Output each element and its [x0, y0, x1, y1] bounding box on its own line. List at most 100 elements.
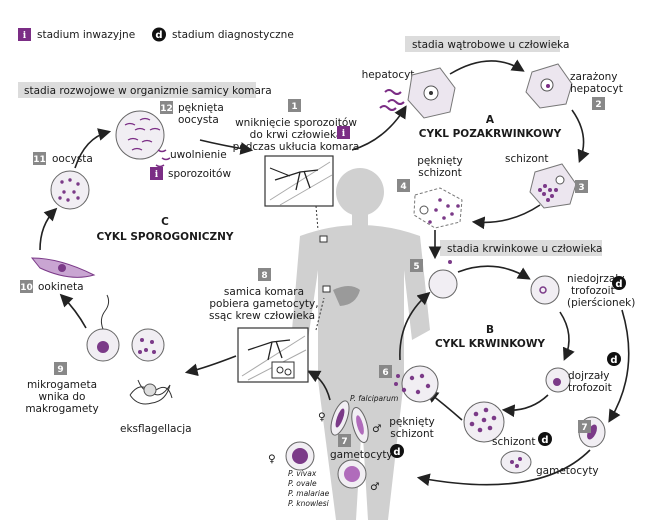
step-3-label: schizont: [505, 153, 549, 165]
step-1-line-1: wniknięcie sporozoitów: [235, 117, 357, 129]
step-4-number: 4: [400, 182, 406, 192]
released-merozoites: [428, 198, 460, 224]
mature-diagnostic-badge: [607, 352, 621, 366]
release-line-2: sporozoitów: [168, 168, 231, 180]
step-6-badge: [379, 365, 392, 378]
mature-trophozoite-line-1: dojrzały: [568, 370, 609, 382]
arrow-12-to-1: [199, 139, 254, 155]
step-8-line-2: pobiera gametocyty,: [209, 298, 318, 310]
arrow-gametocytes-to-8: [307, 370, 331, 401]
released-sporozoites: [155, 149, 171, 168]
step-2-line-1: zarażony: [570, 71, 618, 83]
arrow-3-to-4: [471, 204, 541, 230]
mature-trophozoite-line-2: trofozoit: [568, 382, 612, 394]
blood-schizont-merozoites: [469, 407, 497, 433]
step-7b-badge: [578, 420, 591, 433]
arrow-6-to-5: [399, 291, 431, 361]
step-4-line-1: pęknięty: [417, 155, 463, 167]
arrow-8-to-9: [184, 355, 237, 377]
cycle-a-letter: A: [486, 114, 495, 126]
step-6-line-1: pęknięty: [389, 416, 435, 428]
liver-organ: [333, 286, 360, 306]
ring-trophozoite-cell: [530, 275, 560, 305]
ring-diagnostic-badge: [612, 276, 626, 290]
step-1-invasive-letter: i: [342, 129, 346, 139]
release-line-1: uwolnienie: [170, 149, 227, 161]
liver-stages-header: [405, 36, 560, 52]
step-7-badge: [338, 434, 351, 447]
step-9-line-2: wnika do: [39, 391, 86, 403]
arrow-5-to-ring: [457, 265, 531, 280]
arrow-10-to-11: [39, 207, 58, 251]
arrow-2-to-3: [571, 109, 590, 163]
step-9-line-1: mikrogameta: [27, 379, 97, 391]
step-8-zoom-marker: [322, 285, 331, 293]
exflagellation-label: eksflagellacja: [120, 423, 192, 435]
ruptured-blood-merozoites: [394, 373, 431, 395]
vivax-label: P. vivax: [288, 469, 317, 478]
ring-diagnostic-letter: d: [615, 279, 622, 290]
ovale-label: P. ovale: [288, 479, 317, 488]
ruptured-oocyst-sporozoites: [124, 117, 161, 151]
mature-diagnostic-letter: d: [610, 355, 617, 366]
step-1-number: 1: [291, 102, 297, 112]
step-2-line-2: hepatocyt: [570, 83, 623, 95]
step-8-zoom-line: [315, 297, 325, 331]
knowlesi-label: P. knowlesi: [288, 499, 330, 508]
step-9-badge: [54, 362, 67, 375]
immature-trophozoite-line-3: (pierścionek): [567, 297, 635, 309]
gametocyte-cell-lower: [500, 450, 532, 474]
diagnostic-legend-label: stadium diagnostyczne: [172, 29, 294, 41]
step-12-number: 12: [160, 104, 173, 114]
cycle-c-name: CYKL SPOROGONICZNY: [97, 231, 234, 243]
step-7-number: 7: [341, 437, 347, 447]
step-1-invasive-badge: [337, 126, 350, 139]
diagnostic-badge-letter: d: [155, 30, 162, 41]
step-2-number: 2: [595, 100, 601, 110]
ruptured-liver-schizont: [413, 187, 463, 229]
exflagellation-tangle: [129, 379, 173, 405]
blood-schizont-label: schizont: [492, 436, 536, 448]
step-10-badge: [20, 280, 33, 293]
liver-schizont-merozoites: [538, 184, 558, 202]
step-5-red-blood-cell: [428, 269, 458, 299]
cycle-b-name: CYKL KRWINKOWY: [435, 338, 545, 350]
mosquito-feeding-box: [237, 327, 309, 383]
step-10-label: ookineta: [38, 281, 84, 293]
cycle-c-letter: C: [161, 216, 169, 228]
legend: i stadium inwazyjne d stadium diagnostyc…: [18, 27, 294, 42]
step-12-line-2: oocysta: [178, 114, 219, 126]
step-4-badge: [397, 179, 410, 192]
step-1-line-3: podczas ukłucia komara: [233, 141, 360, 153]
blood-stages-header-text: stadia krwinkowe u człowieka: [447, 243, 602, 255]
step-10-number: 10: [20, 283, 33, 293]
step-7b-number: 7: [581, 423, 587, 433]
step-8-number: 8: [261, 271, 267, 281]
step-1-zoom-line: [315, 205, 319, 231]
liver-stages-header-text: stadia wątrobowe u człowieka: [412, 39, 569, 51]
step-9-number: 9: [57, 365, 63, 375]
step-11-label: oocysta: [52, 153, 93, 165]
ruptured-blood-schizont: [401, 365, 439, 403]
step-8-line-3: ssąc krew człowieka: [209, 310, 315, 322]
arrow-gametocytes-to-left: [416, 449, 591, 487]
other-species-female-symbol: ♀: [268, 453, 276, 465]
step-2-badge: [592, 97, 605, 110]
cycle-a-name: CYKL POZAKRWINKOWY: [419, 128, 562, 140]
step-7-label: gametocyty: [330, 449, 393, 461]
cycle-b-letter: B: [486, 324, 494, 336]
sporozoite-squiggles: [379, 89, 405, 111]
oocyst-cell: [50, 170, 90, 210]
arrow-9-to-10: [59, 293, 87, 329]
gametocytes-diagnostic-letter: d: [393, 447, 400, 458]
step-1-zoom-marker: [319, 235, 328, 243]
arrow-ring-to-mature: [559, 311, 575, 361]
arrow-mature-to-schizont: [501, 394, 549, 418]
step-1-line-2: do krwi człowieka: [250, 129, 343, 141]
invasive-legend-label: stadium inwazyjne: [37, 29, 135, 41]
diagnostic-legend-badge: [152, 27, 166, 42]
release-invasive-letter: i: [155, 170, 159, 180]
mosquito-stages-header: [18, 82, 256, 98]
step-4-line-2: schizont: [418, 167, 462, 179]
